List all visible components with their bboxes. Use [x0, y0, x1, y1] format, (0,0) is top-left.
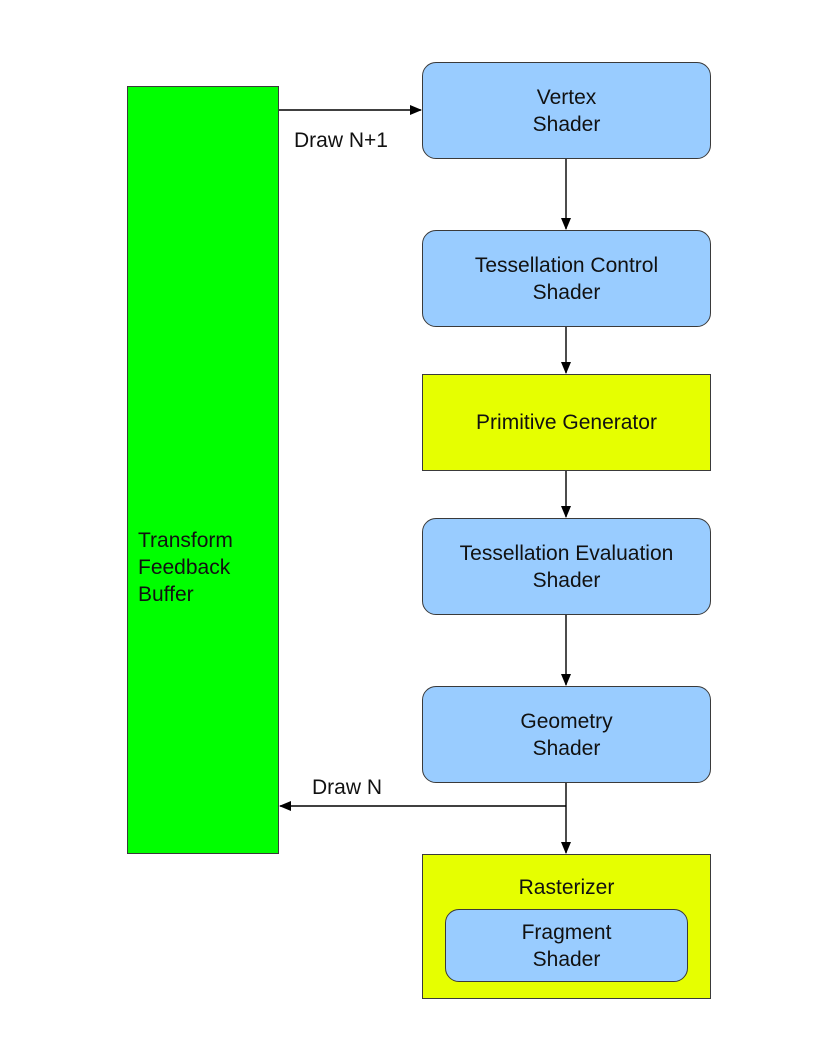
buffer-label: Transform Feedback Buffer — [138, 527, 233, 608]
vertex-shader-line-2: Shader — [532, 112, 601, 136]
vertex-shader-line-1: Vertex — [536, 85, 597, 109]
fragment-shader-node: Fragment Shader — [445, 909, 688, 982]
primitive-generator-label: Primitive Generator — [476, 411, 657, 434]
draw-next-label: Draw N+1 — [294, 129, 388, 152]
vertex-shader-node: Vertex Shader — [422, 62, 711, 159]
tess-eval-line-1: Tessellation Evaluation — [459, 541, 674, 565]
rasterizer-node: Rasterizer Fragment Shader — [422, 854, 711, 999]
rasterizer-label: Rasterizer — [518, 876, 615, 899]
buffer-label-line-3: Buffer — [138, 583, 194, 606]
transform-feedback-buffer: Transform Feedback Buffer — [127, 86, 279, 854]
tessellation-control-shader-node: Tessellation Control Shader — [422, 230, 711, 327]
tessellation-evaluation-shader-node: Tessellation Evaluation Shader — [422, 518, 711, 615]
geometry-shader-line-1: Geometry — [520, 709, 613, 733]
geometry-shader-node: Geometry Shader — [422, 686, 711, 783]
tess-control-line-1: Tessellation Control — [474, 253, 659, 277]
draw-current-label: Draw N — [312, 776, 383, 799]
fragment-shader-line-2: Shader — [532, 947, 601, 971]
primitive-generator-node: Primitive Generator — [422, 374, 711, 471]
fragment-shader-line-1: Fragment — [521, 920, 612, 944]
geometry-shader-line-2: Shader — [532, 736, 601, 760]
buffer-label-line-1: Transform — [138, 529, 233, 552]
tess-control-line-2: Shader — [532, 280, 601, 304]
buffer-label-line-2: Feedback — [138, 556, 231, 579]
tess-eval-line-2: Shader — [532, 568, 601, 592]
